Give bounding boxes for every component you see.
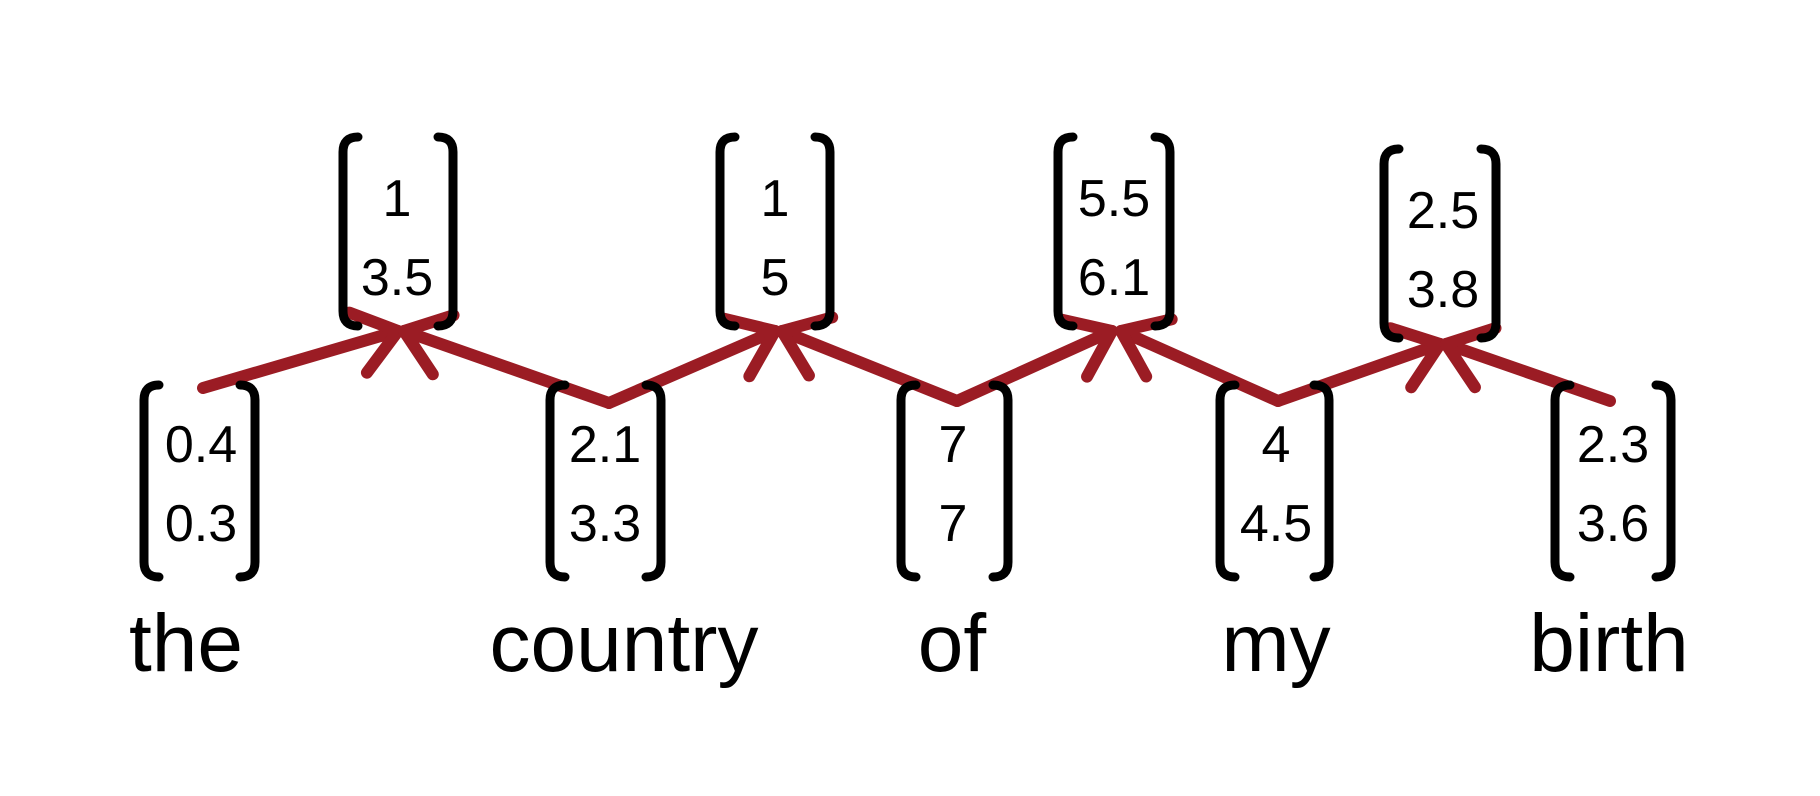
combined-vector-3: 5.5 6.1	[1053, 132, 1175, 331]
vector-value-1: 2.1	[569, 416, 641, 474]
vector-value-2: 4.5	[1240, 495, 1312, 553]
right-bracket	[641, 380, 666, 582]
left-bracket	[1215, 380, 1240, 582]
left-bracket	[139, 380, 164, 582]
right-bracket	[1309, 380, 1334, 582]
word-vector-of: 7 7	[896, 380, 1013, 582]
arrow-shaft	[951, 325, 1118, 407]
left-bracket	[896, 380, 921, 582]
arrow-country-to-combined-2	[603, 312, 781, 409]
right-bracket	[988, 380, 1013, 582]
left-bracket	[1379, 144, 1404, 343]
right-bracket	[433, 132, 458, 331]
left-bracket	[1550, 380, 1575, 582]
arrow-shaft	[197, 325, 404, 394]
right-bracket	[1651, 380, 1676, 582]
arrow-the-to-combined-1	[197, 306, 404, 394]
right-bracket	[1150, 132, 1175, 331]
combined-vector-1: 1 3.5	[338, 132, 458, 331]
arrowhead	[1055, 313, 1118, 383]
vector-value-1: 7	[939, 416, 968, 474]
vector-value-2: 3.5	[361, 249, 433, 307]
arrowhead	[718, 312, 781, 383]
right-bracket	[810, 132, 835, 331]
word-vector-birth: 2.3 3.6	[1550, 380, 1676, 582]
vector-value-2: 0.3	[165, 495, 237, 553]
combined-vector-4: 2.5 3.8	[1379, 144, 1501, 343]
vector-value-1: 2.3	[1577, 416, 1649, 474]
vector-value-2: 6.1	[1078, 249, 1150, 307]
arrowhead	[398, 309, 460, 381]
vector-value-1: 1	[383, 170, 412, 228]
arrow-shaft	[776, 325, 963, 407]
left-bracket	[1053, 132, 1078, 331]
arrow-my-to-combined-3	[1115, 313, 1284, 407]
arrow-shaft	[1440, 338, 1616, 407]
word-label-of: of	[918, 598, 987, 689]
arrow-my-to-combined-4	[1272, 322, 1446, 407]
arrow-shaft	[1115, 325, 1284, 407]
right-bracket	[1476, 144, 1501, 343]
word-vector-country: 2.1 3.3	[545, 380, 666, 582]
word-label-birth: birth	[1529, 598, 1689, 689]
vector-value-2: 3.6	[1577, 495, 1649, 553]
left-bracket	[715, 132, 740, 331]
vector-value-1: 5.5	[1078, 170, 1150, 228]
word-vector-the: 0.4 0.3	[139, 380, 260, 582]
vector-value-2: 7	[939, 495, 968, 553]
arrow-birth-to-combined-4	[1440, 322, 1616, 407]
left-bracket	[338, 132, 363, 331]
combined-vector-2: 1 5	[715, 132, 835, 331]
vector-value-1: 0.4	[165, 416, 237, 474]
arrowhead	[1440, 322, 1502, 394]
vector-value-1: 4	[1262, 416, 1291, 474]
word-vector-my: 4 4.5	[1215, 380, 1334, 582]
arrow-of-to-combined-3	[951, 313, 1118, 407]
vector-value-1: 2.5	[1407, 182, 1479, 240]
word-label-country: country	[490, 598, 759, 689]
arrow-shaft	[1272, 338, 1446, 407]
vector-value-1: 1	[761, 170, 790, 228]
word-label-my: my	[1221, 598, 1330, 689]
right-bracket	[235, 380, 260, 582]
vector-value-2: 5	[761, 249, 790, 307]
vector-value-2: 3.3	[569, 495, 641, 553]
vector-value-2: 3.8	[1407, 261, 1479, 319]
left-bracket	[545, 380, 570, 582]
arrow-country-to-combined-1	[398, 309, 615, 409]
arrow-shaft	[398, 325, 615, 409]
word-label-the: the	[129, 598, 243, 689]
arrow-shaft	[603, 325, 781, 409]
arrow-of-to-combined-2	[776, 311, 963, 407]
